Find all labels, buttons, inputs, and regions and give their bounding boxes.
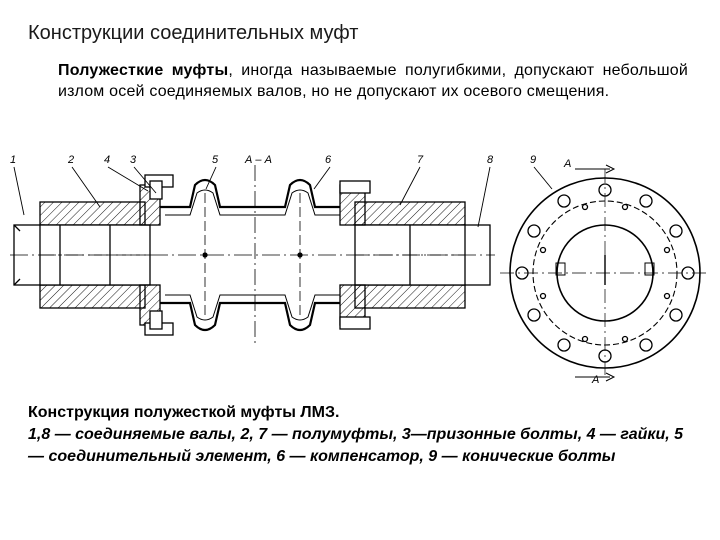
callout-1: 1	[10, 154, 16, 166]
callout-8: 8	[487, 154, 494, 166]
slide-title: Конструкции соединительных муфт	[28, 22, 359, 44]
intro-paragraph: Полужесткие муфты, иногда называемые пол…	[58, 60, 688, 102]
caption-title: Конструкция полужесткой муфты ЛМЗ.	[28, 404, 340, 421]
longitudinal-section	[10, 165, 495, 345]
callout-5: 5	[212, 154, 219, 166]
figure-caption: Конструкция полужесткой муфты ЛМЗ. 1,8 —…	[28, 402, 700, 468]
caption-legend: 1,8 — соединяемые валы, 2, 7 — полумуфты…	[28, 426, 684, 465]
callout-3: 3	[130, 154, 137, 166]
flange-end-view	[500, 164, 710, 382]
coupling-drawing: 1 2 4 3 5 6 7 8 9 А – А А А	[10, 154, 710, 386]
view-label-bottom: А	[591, 374, 599, 386]
intro-term: Полужесткие муфты	[58, 62, 229, 79]
callout-7: 7	[417, 154, 424, 166]
callout-4: 4	[104, 154, 110, 166]
view-label-top: А	[563, 158, 571, 170]
intro-text: , иногда называемые полугибкими, допуска…	[58, 62, 688, 100]
callout-2: 2	[67, 154, 74, 166]
section-label: А – А	[244, 154, 272, 166]
leader-lines	[13, 166, 491, 228]
callout-9: 9	[530, 154, 536, 166]
callout-6: 6	[325, 154, 332, 166]
